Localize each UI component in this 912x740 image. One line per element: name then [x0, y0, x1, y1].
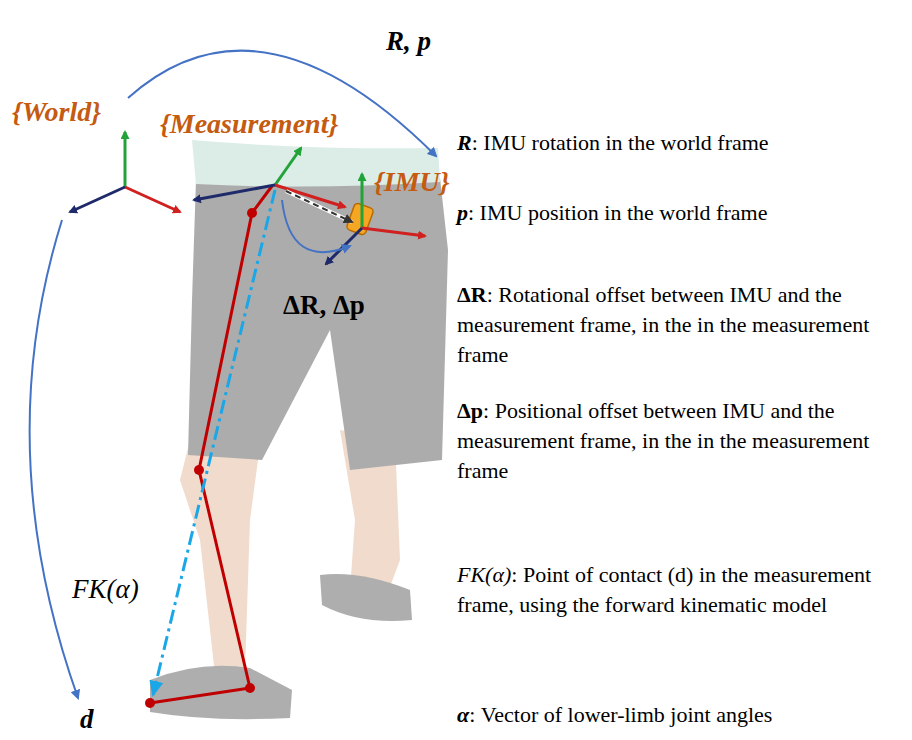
contact-dot: [145, 698, 155, 708]
symbol-name: Δp: [457, 398, 483, 423]
definition-text: FK(α): Point of contact (d) in the measu…: [457, 560, 877, 620]
shorts: [188, 178, 448, 470]
offset-arc: [282, 200, 350, 252]
joint-dot: [247, 208, 257, 218]
symbol-description: : Positional offset between IMU and the …: [457, 398, 869, 483]
transform-label: R, p: [386, 28, 431, 55]
frame-label: {Measurement}: [160, 110, 338, 138]
kinematic-chain: [145, 186, 272, 708]
measurement-axes: [194, 148, 345, 207]
world-axes: [70, 132, 180, 212]
person-figure: [150, 140, 448, 719]
symbol-name: R: [457, 130, 472, 155]
back-shoe: [320, 574, 412, 621]
definition-text: α: Vector of lower-limb joint angles: [457, 700, 877, 730]
symbol-name: ΔR: [457, 282, 487, 307]
transform-arc: [128, 51, 436, 156]
link-line: [150, 186, 272, 703]
symbol-name: FK(α): [457, 562, 511, 587]
symbol-description: : IMU rotation in the world frame: [472, 130, 769, 155]
definition-text: p: IMU position in the world frame: [457, 198, 877, 228]
offset-label: ΔR, Δp: [283, 292, 365, 319]
kinematics-label: FK(α): [72, 576, 139, 603]
frame-label: {IMU}: [374, 168, 450, 196]
symbol-description: : Vector of lower-limb joint angles: [469, 702, 772, 727]
symbol-description: : Point of contact (d) in the measuremen…: [457, 562, 871, 617]
offset-line: [286, 191, 352, 222]
contact-vector: [153, 190, 275, 695]
contact-label: d: [80, 706, 94, 733]
kinematics-arc: [30, 220, 78, 698]
joint-dot: [194, 465, 204, 475]
symbol-name: p: [457, 200, 468, 225]
offset-line-halo: [286, 191, 352, 222]
symbol-description: : IMU position in the world frame: [468, 200, 767, 225]
definition-text: Δp: Positional offset between IMU and th…: [457, 396, 877, 486]
definition-text: R: IMU rotation in the world frame: [457, 128, 877, 158]
symbol-description: : Rotational offset between IMU and the …: [457, 282, 869, 367]
definition-text: ΔR: Rotational offset between IMU and th…: [457, 280, 877, 370]
frame-label: {World}: [12, 98, 101, 126]
symbol-name: α: [457, 702, 469, 727]
joint-dot: [245, 683, 255, 693]
